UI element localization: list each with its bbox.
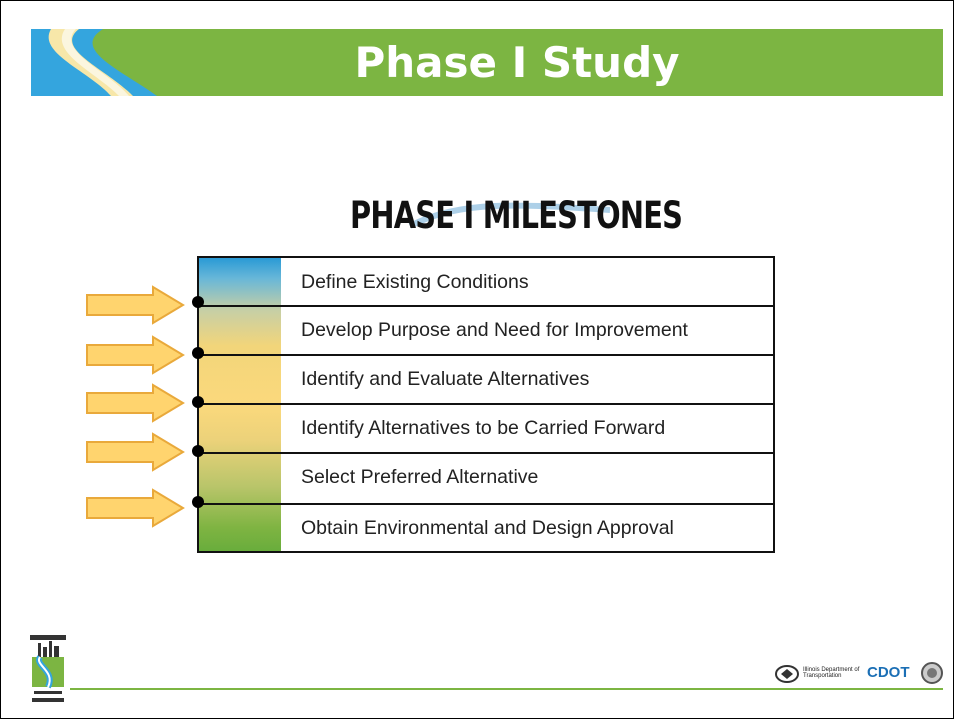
milestone-dot (192, 445, 204, 457)
footer-logos: Illinois Department of Transportation CD… (775, 662, 945, 686)
wave-icon (408, 202, 611, 229)
arrow-right-icon (86, 432, 185, 472)
header-bar: Phase I Study (31, 29, 943, 96)
milestone-label: Obtain Environmental and Design Approval (301, 517, 674, 539)
milestones-heading-text: PHASE I MILESTONES (350, 194, 683, 237)
page-title: Phase I Study (354, 38, 680, 87)
project-logo-icon (30, 635, 66, 702)
footer-line (70, 688, 943, 690)
milestone-row: Identify Alternatives to be Carried Forw… (199, 403, 773, 452)
milestone-label: Select Preferred Alternative (301, 466, 539, 488)
milestone-dot (192, 347, 204, 359)
milestones-heading: PHASE I MILESTONES (350, 192, 683, 240)
milestone-dot (192, 496, 204, 508)
idot-seal-icon (775, 665, 799, 683)
arrow-right-icon (86, 285, 185, 325)
city-seal-icon (921, 662, 943, 684)
milestone-dot (192, 296, 204, 308)
arrow-right-icon (86, 383, 185, 423)
milestone-label: Develop Purpose and Need for Improvement (301, 319, 688, 341)
milestone-table: Define Existing Conditions Develop Purpo… (197, 256, 775, 553)
idot-label: Illinois Department of Transportation (803, 667, 860, 679)
milestone-row: Obtain Environmental and Design Approval (199, 503, 773, 552)
milestone-row: Develop Purpose and Need for Improvement (199, 305, 773, 354)
milestone-row: Define Existing Conditions (199, 258, 773, 307)
milestone-row: Identify and Evaluate Alternatives (199, 354, 773, 403)
arrow-right-icon (86, 335, 185, 375)
river-logo-icon (31, 29, 157, 96)
milestone-label: Define Existing Conditions (301, 271, 529, 293)
arrow-right-icon (86, 488, 185, 528)
milestone-label: Identify and Evaluate Alternatives (301, 368, 590, 390)
milestone-dot (192, 396, 204, 408)
cdot-logo: CDOT (867, 664, 910, 681)
milestone-row: Select Preferred Alternative (199, 452, 773, 501)
milestone-label: Identify Alternatives to be Carried Forw… (301, 417, 666, 439)
